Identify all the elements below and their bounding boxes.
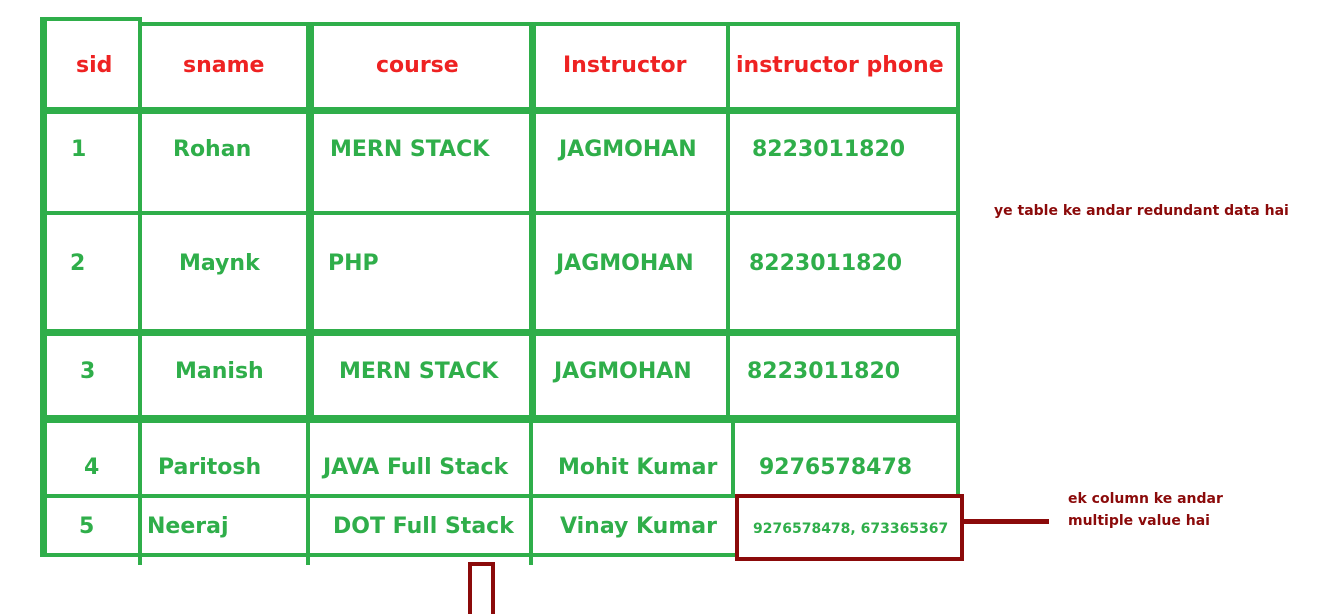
grid-line-v <box>43 17 47 557</box>
table-cell-course: JAVA Full Stack <box>323 455 509 480</box>
table-cell-sid: 2 <box>70 251 86 276</box>
table-cell-phone: 9276578478 <box>759 455 913 480</box>
grid-line-h <box>140 22 960 26</box>
multivalue-highlight-box <box>735 494 964 561</box>
grid-line-h <box>40 211 960 215</box>
grid-line-v <box>138 17 142 565</box>
table-cell-phone: 8223011820 <box>747 359 901 384</box>
multivalue-note-line2: multiple value hai <box>1068 513 1210 529</box>
grid-line-v <box>726 22 730 422</box>
header-instructor-phone: instructor phone <box>736 53 944 78</box>
table-cell-sid: 5 <box>79 514 95 539</box>
grid-line-h <box>40 329 960 333</box>
table-cell-phone: 8223011820 <box>752 137 906 162</box>
table-cell-phone-multi: 9276578478, 673365367 <box>753 521 949 537</box>
grid-line-h <box>40 332 960 336</box>
multivalue-note-line1: ek column ke andar <box>1068 491 1223 507</box>
table-cell-sname: Maynk <box>179 251 260 276</box>
annotation-connector-line <box>961 519 1049 524</box>
grid-line-v <box>306 22 310 565</box>
table-cell-course: PHP <box>328 251 379 276</box>
grid-line-h <box>40 553 735 557</box>
table-cell-sid: 3 <box>80 359 96 384</box>
grid-line-v <box>731 419 735 497</box>
grid-line-h <box>40 17 142 21</box>
table-cell-sname: Rohan <box>173 137 252 162</box>
grid-line-h <box>40 415 960 419</box>
table-cell-sid: 1 <box>71 137 87 162</box>
grid-line-h <box>40 419 960 423</box>
table-cell-sname: Neeraj <box>147 514 229 539</box>
grid-line-h <box>40 494 735 498</box>
table-cell-phone: 8223011820 <box>749 251 903 276</box>
grid-line-v <box>529 22 533 565</box>
redundant-data-note: ye table ke andar redundant data hai <box>994 203 1289 219</box>
table-cell-instructor: JAGMOHAN <box>559 137 697 162</box>
grid-line-v <box>310 22 314 422</box>
table-cell-course: MERN STACK <box>339 359 499 384</box>
header-sid: sid <box>76 53 113 78</box>
grid-line-v <box>40 17 44 557</box>
table-cell-sname: Manish <box>175 359 264 384</box>
table-cell-instructor: JAGMOHAN <box>556 251 694 276</box>
table-cell-course: DOT Full Stack <box>333 514 514 539</box>
header-instructor: Instructor <box>563 53 687 78</box>
header-sname: sname <box>183 53 265 78</box>
table-cell-sid: 4 <box>84 455 100 480</box>
grid-line-v <box>956 22 960 497</box>
table-cell-sname: Paritosh <box>158 455 262 480</box>
annotation-bracket <box>468 562 495 614</box>
header-course: course <box>376 53 459 78</box>
grid-line-v <box>532 22 536 422</box>
table-cell-course: MERN STACK <box>330 137 490 162</box>
grid-line-h <box>40 110 960 114</box>
grid-line-h <box>40 107 960 111</box>
table-cell-instructor: Mohit Kumar <box>558 455 718 480</box>
table-cell-instructor: Vinay Kumar <box>560 514 717 539</box>
table-cell-instructor: JAGMOHAN <box>554 359 692 384</box>
